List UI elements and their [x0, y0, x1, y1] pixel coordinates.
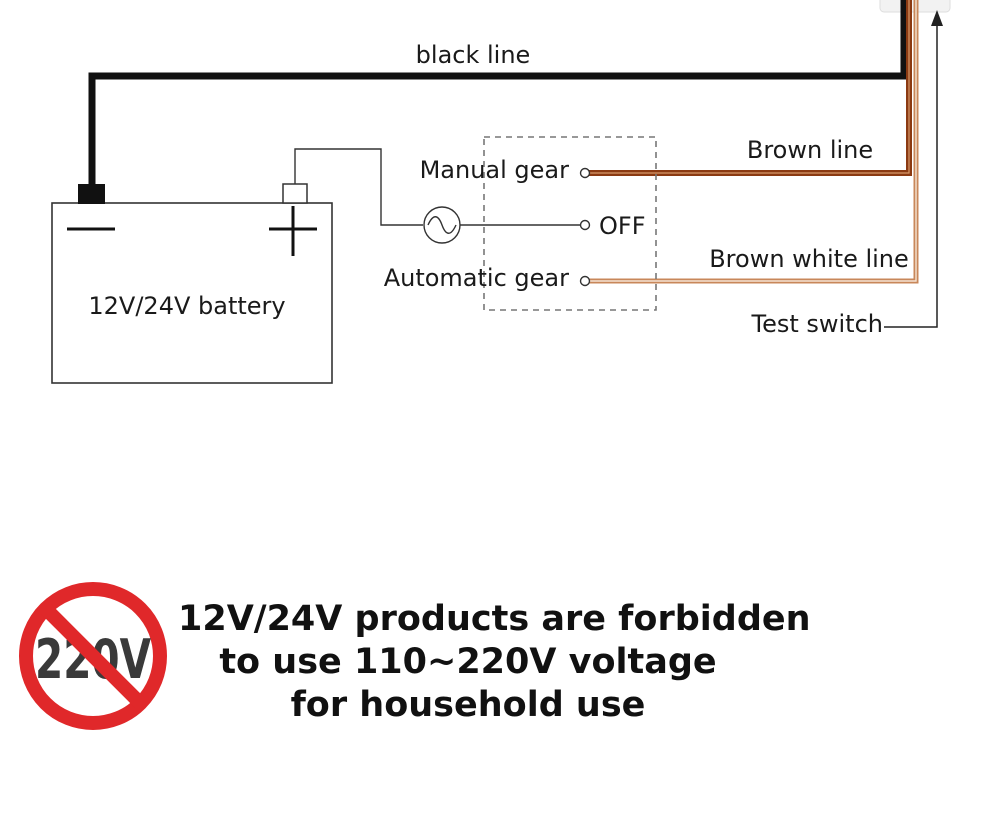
automatic-gear-terminal — [579, 275, 591, 287]
warning-line-2: to use 110~220V voltage — [219, 642, 717, 682]
brown-line-label: Brown line — [747, 136, 873, 164]
test-switch-label: Test switch — [750, 310, 883, 338]
warning-line-1: 12V/24V products are forbidden — [178, 599, 811, 639]
brown-white-wire-stripe — [588, 0, 917, 282]
negative-terminal — [78, 184, 105, 204]
test-switch-arrow — [931, 10, 943, 26]
manual-gear-terminal — [579, 167, 591, 179]
gear-switch-box — [483, 136, 657, 311]
battery-label: 12V/24V battery — [88, 292, 285, 320]
positive-terminal — [282, 183, 308, 204]
lamp-sine — [427, 216, 457, 234]
off-terminal — [579, 219, 591, 231]
voltage-warning: 12V/24V products are forbidden to use 11… — [178, 598, 811, 727]
black-wire — [88, 0, 908, 188]
brown-white-line-label: Brown white line — [709, 245, 909, 273]
automatic-gear-label: Automatic gear — [384, 264, 569, 292]
warning-line-3: for household use — [290, 685, 646, 725]
brown-wire-highlight — [588, 0, 910, 174]
test-switch-lead — [884, 24, 938, 328]
positive-lead — [294, 148, 423, 226]
battery-body — [51, 202, 333, 384]
black-line-label: black line — [416, 41, 531, 69]
no-220v-icon: 220V — [19, 582, 167, 730]
off-label: OFF — [599, 212, 646, 240]
manual-gear-label: Manual gear — [420, 156, 570, 184]
